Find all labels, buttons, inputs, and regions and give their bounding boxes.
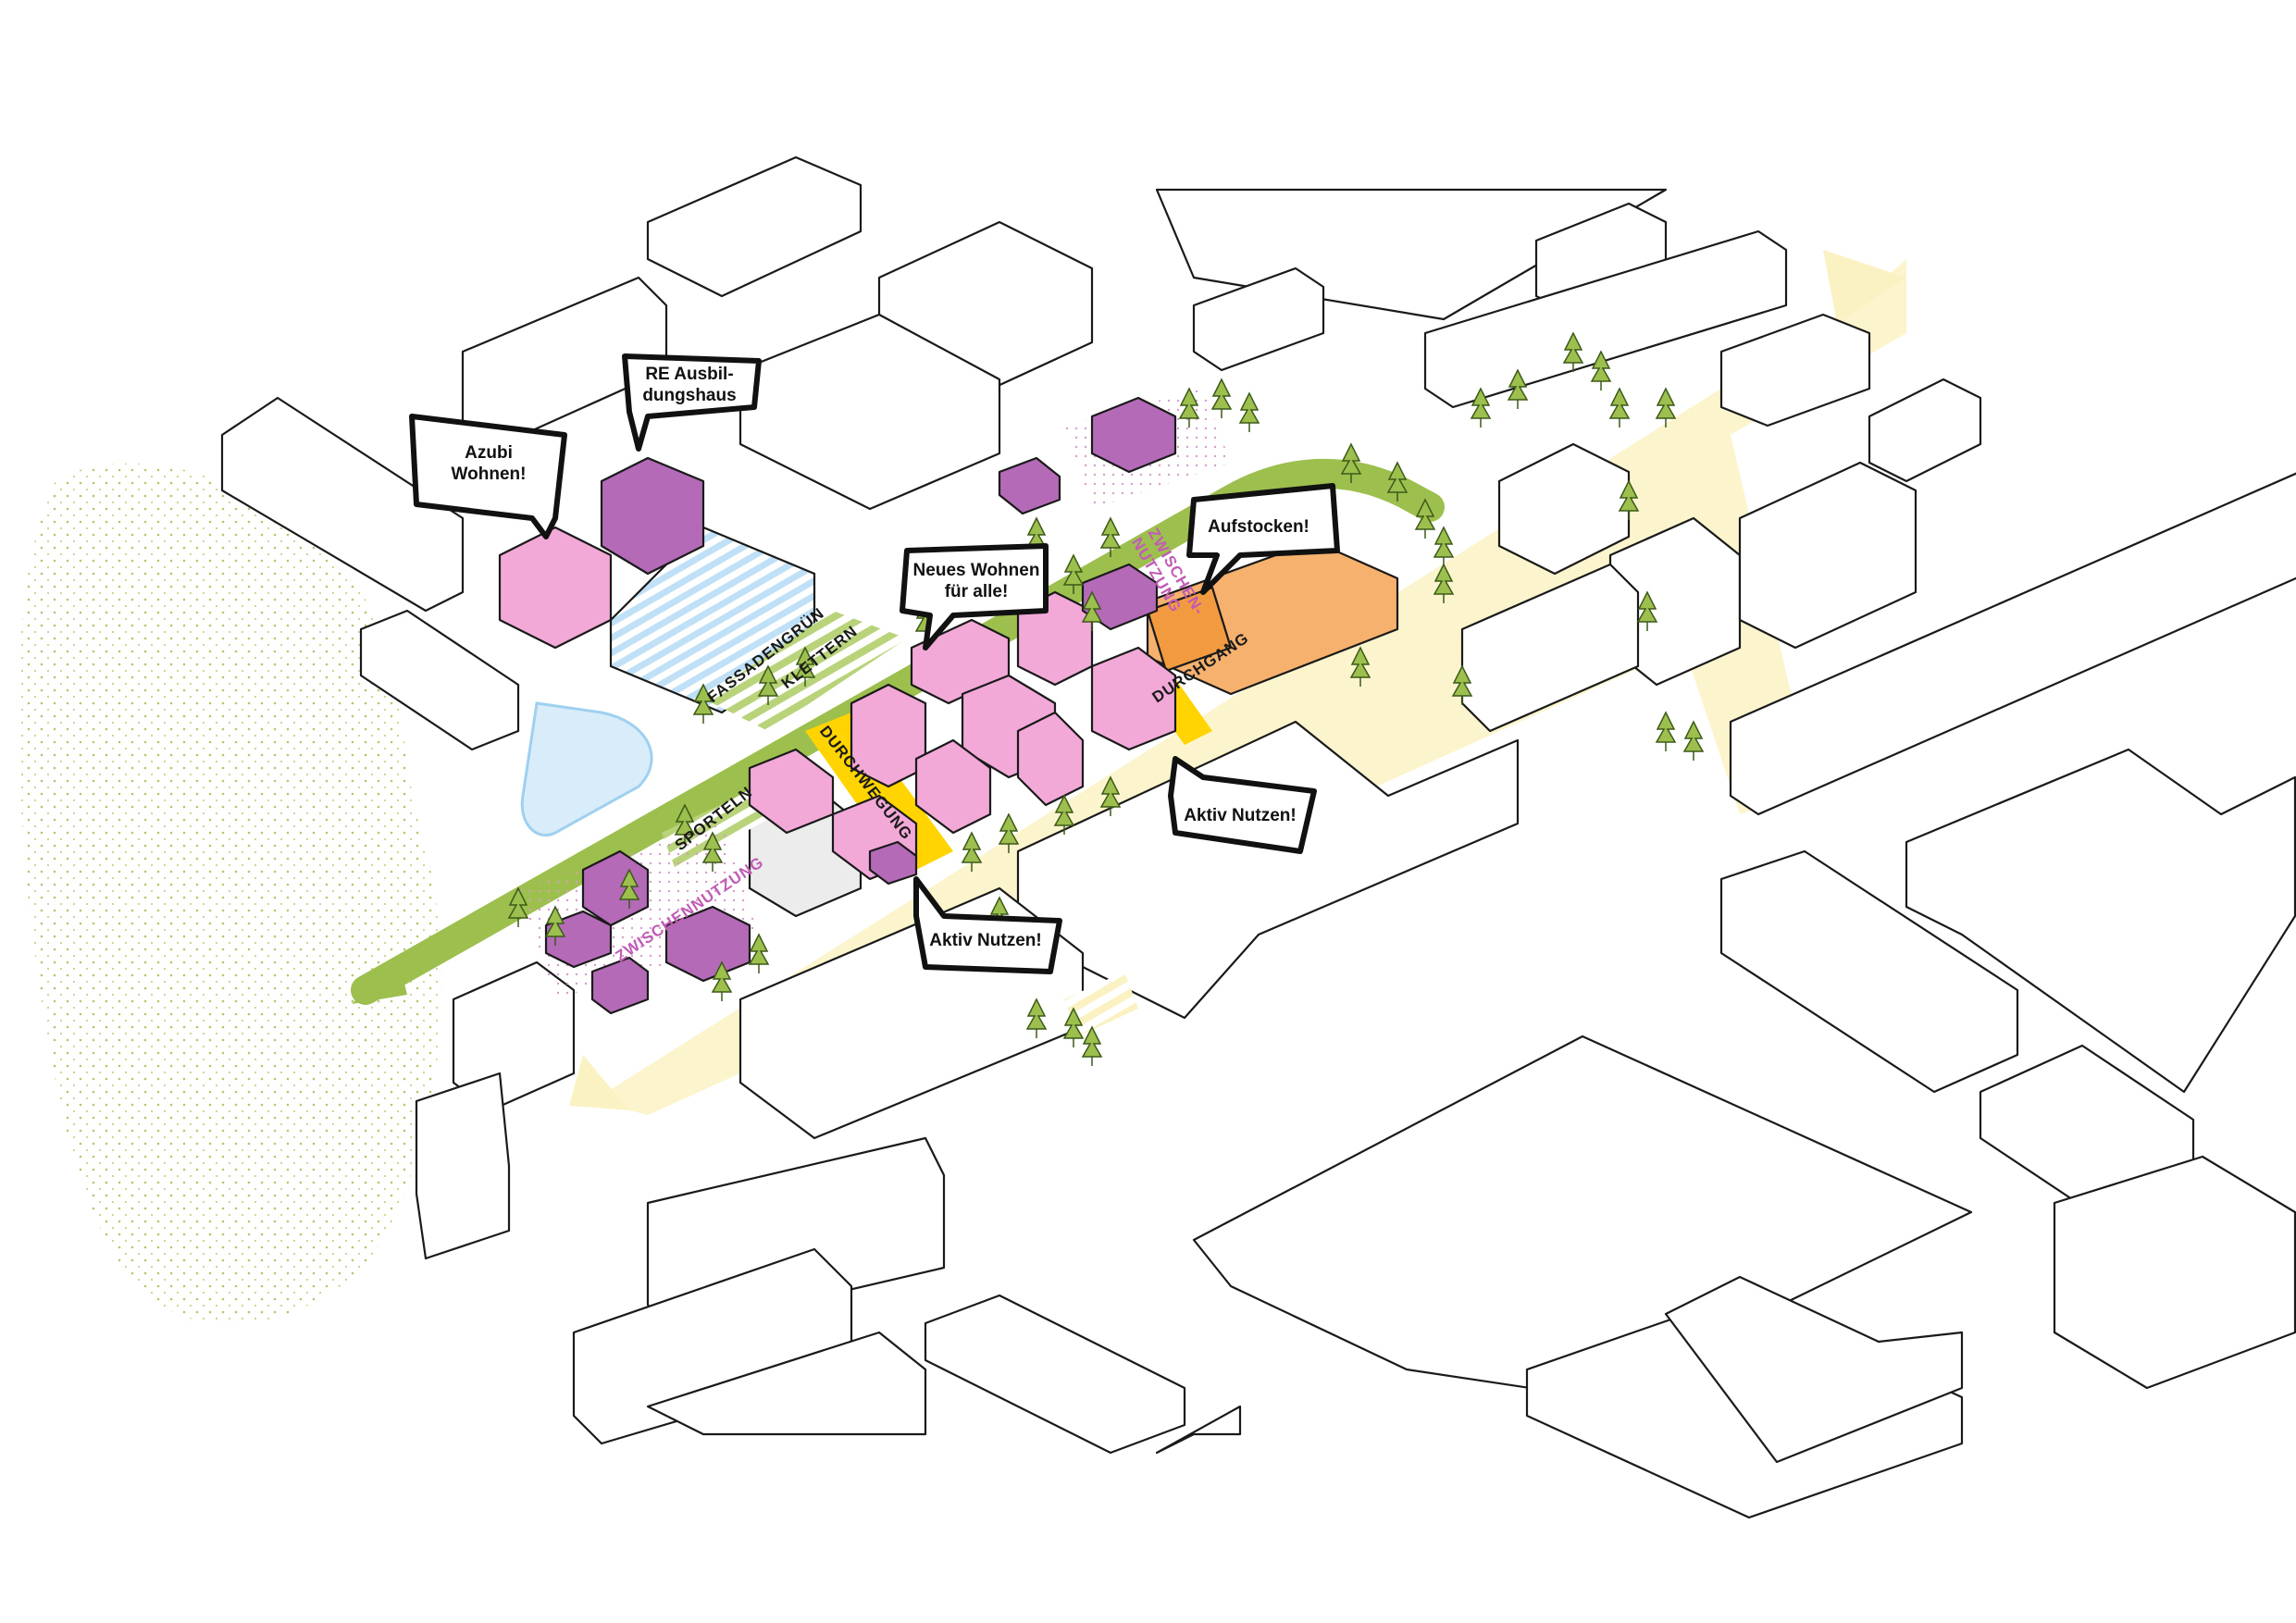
tree-icon <box>1062 1007 1085 1047</box>
tree-icon <box>1340 442 1362 483</box>
context-building <box>1719 849 2019 1094</box>
tree-icon <box>1682 720 1705 761</box>
purple-building <box>590 956 650 1015</box>
bubble-ausbildungshaus-text: RE Ausbil-dungshaus <box>642 365 736 405</box>
tree-icon <box>1081 1025 1103 1066</box>
tree-icon <box>1081 590 1103 631</box>
tree-icon <box>1608 387 1631 427</box>
tree-icon <box>1590 350 1612 390</box>
purple-building <box>998 456 1061 515</box>
tree-icon <box>711 960 733 1001</box>
purple-building <box>868 840 918 886</box>
pink-building <box>1016 711 1085 807</box>
tree-icon <box>1099 775 1122 816</box>
yellow-axis-arrow-sw <box>569 1055 629 1110</box>
tree-icon <box>692 683 714 724</box>
context-building <box>2053 1155 2296 1390</box>
bubble-aktiv-nutzen-2-text: Aktiv Nutzen! <box>929 931 1041 950</box>
pink-building <box>1090 646 1177 751</box>
tree-icon <box>1655 387 1677 427</box>
context-building <box>1155 1405 1242 1455</box>
context-building <box>924 1294 1186 1455</box>
water-field <box>520 701 653 837</box>
purple-building <box>544 910 613 969</box>
tree-icon <box>618 868 640 909</box>
context-buildings <box>220 155 2296 1519</box>
tree-icon <box>544 905 566 946</box>
context-building <box>738 313 1001 511</box>
ausbildungshaus-building <box>600 456 705 576</box>
context-building <box>1423 229 1788 409</box>
purple-building <box>664 905 751 983</box>
context-building <box>1016 720 1520 1020</box>
purple-building <box>1090 396 1177 474</box>
tree-icon <box>794 646 816 687</box>
pink-buildings <box>498 526 1177 881</box>
tree-icon <box>961 831 983 872</box>
tree-icon <box>1238 391 1260 432</box>
tree-icon <box>1178 387 1200 427</box>
tree-icon <box>1562 331 1584 372</box>
tree-icon <box>1210 378 1233 418</box>
purple-buildings <box>544 396 1177 1015</box>
context-building <box>359 609 520 751</box>
context-building <box>1497 442 1631 576</box>
tree-icon <box>1099 516 1122 557</box>
tree-icon <box>507 886 529 927</box>
bubble-aufstocken-text: Aufstocken! <box>1208 517 1309 537</box>
bubble-aktiv-nutzen-2: Aktiv Nutzen! <box>913 876 1062 974</box>
context-building <box>415 1072 511 1260</box>
context-building <box>1192 266 1325 372</box>
tree-icon <box>1433 563 1455 603</box>
stippled-green-area <box>19 463 442 1324</box>
yellow-axis-arrow-ne <box>1823 250 1906 324</box>
purple-building <box>581 849 650 927</box>
context-building <box>1664 1275 1964 1464</box>
bubble-aktiv-nutzen-1-text: Aktiv Nutzen! <box>1184 806 1296 825</box>
context-building <box>1729 472 2296 816</box>
tree-icon <box>757 664 779 705</box>
context-building <box>1905 748 2296 1094</box>
tree-icon <box>1433 526 1455 566</box>
azubi-building <box>498 526 613 650</box>
context-building <box>646 155 863 298</box>
tree-icon <box>701 831 724 872</box>
trees <box>507 331 1705 1066</box>
tree-icon <box>1062 553 1085 594</box>
tree-icon <box>1655 711 1677 751</box>
tree-icon <box>1507 368 1529 409</box>
context-building <box>1868 378 1982 483</box>
context-building <box>452 960 576 1112</box>
activity-strip-yellow <box>1064 972 1138 1036</box>
pink-building <box>914 738 992 835</box>
tree-icon <box>748 933 770 973</box>
context-building <box>220 396 465 613</box>
tree-icon <box>998 812 1020 853</box>
tree-icon <box>1451 664 1473 705</box>
context-building <box>646 1331 927 1436</box>
tree-icon <box>1025 997 1048 1038</box>
bubble-aufstocken: Aufstocken! <box>1186 483 1340 595</box>
tree-icon <box>674 803 696 844</box>
tree-icon <box>1386 461 1409 502</box>
bubble-ausbildungshaus: RE Ausbil-dungshaus <box>622 353 762 452</box>
tree-icon <box>1618 479 1640 520</box>
tree-icon <box>1636 590 1658 631</box>
tree-icon <box>1349 646 1371 687</box>
tree-icon <box>1414 498 1436 539</box>
context-building <box>1719 313 1871 427</box>
tree-icon <box>1053 794 1075 835</box>
purple-building <box>1081 563 1159 631</box>
bubble-aktiv-nutzen-1: Aktiv Nutzen! <box>1168 756 1317 854</box>
context-building <box>1738 461 1917 650</box>
green-axis-arrow <box>352 958 407 1004</box>
tree-icon <box>1470 387 1492 427</box>
